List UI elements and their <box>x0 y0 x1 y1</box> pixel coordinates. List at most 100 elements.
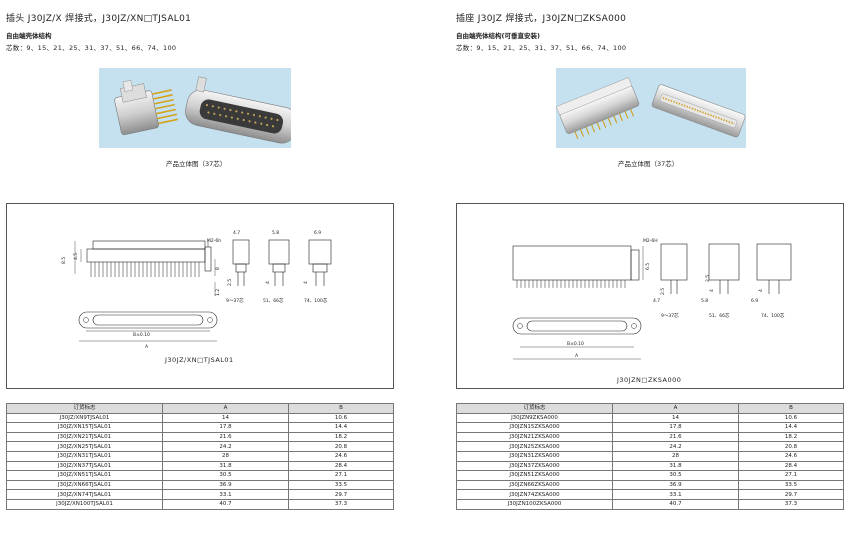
product-photo <box>99 68 291 148</box>
value-a: 30.5 <box>612 470 739 481</box>
dim-offset: 1.2 <box>215 289 221 296</box>
value-a: 36.9 <box>612 479 739 491</box>
photo-caption: 产品立体图（37芯） <box>618 160 679 168</box>
dim-pin-medium: 4 <box>265 281 271 284</box>
value-a: 36.9 <box>162 479 289 491</box>
dim-pin-large: 4 <box>303 281 309 284</box>
dim-b: B±0.10 <box>133 332 150 338</box>
order-code: J30JZN51ZKSA000 <box>456 470 613 481</box>
value-b: 27.1 <box>738 470 844 481</box>
value-a: 33.1 <box>612 489 739 500</box>
core-count-list: 芯数：9、15、21、25、31、37、51、66、74、100 <box>6 44 177 52</box>
value-a: 17.8 <box>612 422 739 433</box>
value-b: 10.6 <box>288 412 394 424</box>
table-header-row: 订货标志 A B <box>6 403 394 414</box>
order-code: J30JZ/XN51TJSAL01 <box>6 470 163 481</box>
page-title: 插头 J30JZ/X 焊接式，J30JZ/XN□TJSAL01 <box>6 14 192 24</box>
order-code: J30JZN15ZKSA000 <box>456 422 613 433</box>
value-a: 17.8 <box>162 422 289 433</box>
order-code: J30JZ/XN66TJSAL01 <box>6 479 163 491</box>
value-b: 14.4 <box>288 422 394 433</box>
col-order-code: 订货标志 <box>6 403 163 414</box>
value-a: 24.2 <box>162 441 289 452</box>
label-74-100: 74、100芯 <box>761 312 785 319</box>
value-a: 31.8 <box>162 460 289 472</box>
drawing-caption: J30JZN□ZKSA000 <box>617 376 682 384</box>
order-code: J30JZN66ZKSA000 <box>456 479 613 491</box>
value-b: 10.6 <box>738 412 844 424</box>
order-code: J30JZN100ZKSA000 <box>456 498 613 510</box>
value-a: 28 <box>612 450 739 462</box>
dim-flange: 8 <box>215 267 221 270</box>
order-code: J30JZ/XN31TJSAL01 <box>6 450 163 462</box>
dim-offset: 2.5 <box>705 275 711 282</box>
value-a: 40.7 <box>612 498 739 510</box>
dim-pin-small: 2.5 <box>660 288 666 295</box>
order-code: J30JZN25ZKSA000 <box>456 441 613 452</box>
value-b: 20.8 <box>288 441 394 452</box>
dim-width-medium: 5.8 <box>272 230 279 236</box>
order-code: J30JZN31ZKSA000 <box>456 450 613 462</box>
order-code: J30JZ/XN74TJSAL01 <box>6 489 163 500</box>
socket-panel: 插座 J30JZ 焊接式，J30JZN□ZKSA000 自由端壳体结构(可垂直安… <box>456 0 852 533</box>
order-code: J30JZ/XN21TJSAL01 <box>6 431 163 443</box>
value-b: 33.5 <box>738 479 844 491</box>
value-b: 18.2 <box>288 431 394 443</box>
value-a: 21.6 <box>162 431 289 443</box>
value-b: 27.1 <box>288 470 394 481</box>
value-a: 40.7 <box>162 498 289 510</box>
label-51-66: 51、66芯 <box>709 312 730 319</box>
col-a: A <box>162 403 289 414</box>
dim-pin-small: 2.5 <box>227 279 233 286</box>
order-code: J30JZ/XN15TJSAL01 <box>6 422 163 433</box>
label-51-66: 51、66芯 <box>263 297 284 304</box>
dim-body-height: 4.5 <box>73 253 79 260</box>
dim-pin-medium: 4 <box>709 289 715 292</box>
order-code: J30JZ/XN9TJSAL01 <box>6 412 163 424</box>
value-a: 28 <box>162 450 289 462</box>
dim-b: B±0.10 <box>567 341 584 347</box>
value-a: 21.6 <box>612 431 739 443</box>
dim-thread: M2-6H <box>643 238 658 244</box>
value-b: 28.4 <box>288 460 394 472</box>
dim-thread: M2-6h <box>207 238 221 244</box>
core-count-list: 芯数：9、15、21、25、31、37、51、66、74、100 <box>456 44 627 52</box>
dim-pin-large: 4 <box>758 289 764 292</box>
value-b: 28.4 <box>738 460 844 472</box>
value-b: 24.6 <box>738 450 844 462</box>
photo-caption: 产品立体图（37芯） <box>166 160 227 168</box>
value-b: 37.3 <box>288 498 394 510</box>
plug-panel: 插头 J30JZ/X 焊接式，J30JZ/XN□TJSAL01 自由端壳体结构 … <box>6 0 406 533</box>
structure-subtitle: 自由端壳体结构 <box>6 32 52 40</box>
order-code: J30JZ/XN25TJSAL01 <box>6 441 163 452</box>
order-code: J30JZ/XN100TJSAL01 <box>6 498 163 510</box>
dim-width-small: 4.7 <box>233 230 240 236</box>
page-title: 插座 J30JZ 焊接式，J30JZN□ZKSA000 <box>456 14 627 24</box>
order-code: J30JZN9ZKSA000 <box>456 412 613 424</box>
product-photo <box>556 68 746 148</box>
col-a: A <box>612 403 739 414</box>
value-a: 30.5 <box>162 470 289 481</box>
value-b: 37.3 <box>738 498 844 510</box>
dim-width-large: 6.9 <box>751 298 758 304</box>
